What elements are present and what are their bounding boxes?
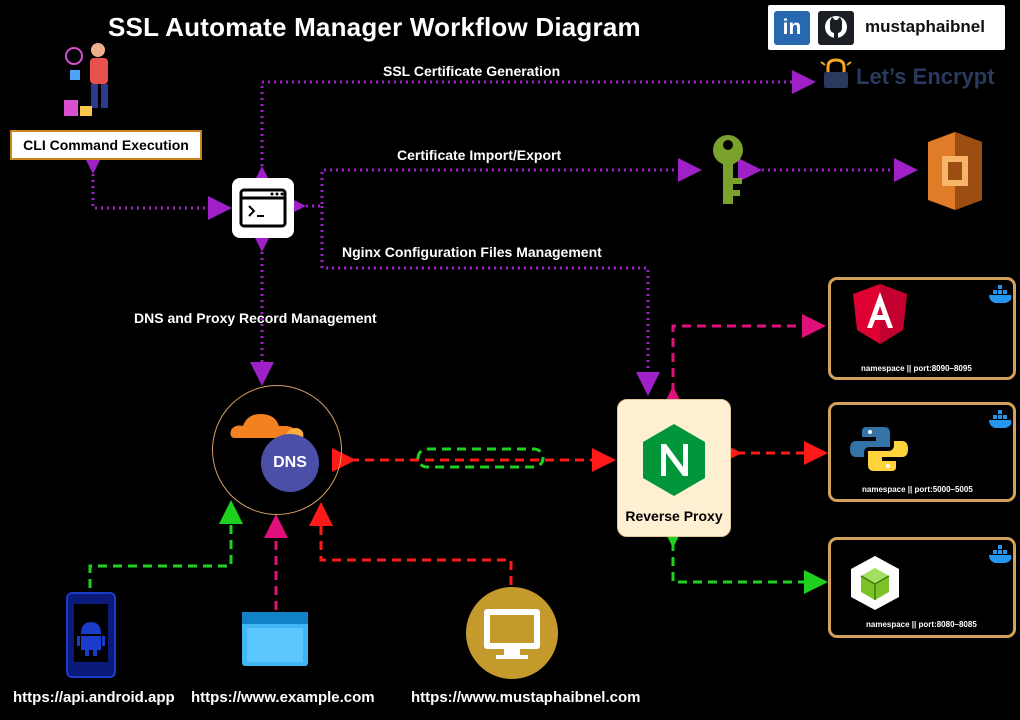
edge-green-highlight (416, 447, 545, 469)
edge-ssl-generation (250, 70, 816, 190)
service-box-nodejs[interactable]: namespace || port:8080–8085 (828, 537, 1016, 638)
dns-node[interactable]: DNS (212, 385, 342, 515)
service-port-label: namespace || port:8080–8085 (866, 620, 977, 629)
angular-icon (853, 284, 907, 344)
key-icon (713, 135, 743, 204)
client-url-desktop[interactable]: https://www.mustaphaibnel.com (411, 689, 641, 706)
lets-encrypt-lock-icon (820, 58, 852, 88)
edge-cert-import (282, 158, 702, 218)
client-url-android[interactable]: https://api.android.app (13, 689, 175, 706)
edge-nginx-angular (661, 314, 826, 410)
reverse-proxy-label: Reverse Proxy (625, 508, 723, 524)
docker-icon (989, 410, 1012, 428)
edge-label-cert-import-export: Certificate Import/Export (397, 147, 562, 163)
terminal-icon (232, 178, 294, 238)
service-port-label: namespace || port:8090–8095 (861, 364, 972, 373)
edge-desktop-dns (309, 502, 513, 585)
edge-nginx-config (320, 206, 660, 396)
dns-label: DNS (261, 434, 319, 492)
edge-label-nginx-config: Nginx Configuration Files Management (342, 244, 602, 260)
edge-android-dns (88, 500, 243, 588)
nodejs-icon (851, 556, 899, 610)
browser-window-icon (242, 612, 308, 666)
service-box-angular[interactable]: namespace || port:8090–8095 (828, 277, 1016, 380)
python-icon (850, 427, 908, 471)
edge-label-dns-proxy: DNS and Proxy Record Management (134, 310, 377, 326)
lets-encrypt-label: Let’s Encrypt (856, 64, 995, 89)
android-phone-icon (66, 592, 116, 678)
aws-s3-icon (928, 132, 982, 210)
nginx-icon (643, 424, 705, 496)
reverse-proxy-node[interactable]: Reverse Proxy (617, 399, 731, 537)
desktop-monitor-icon (466, 587, 558, 679)
page-title: SSL Automate Manager Workflow Diagram (108, 12, 641, 42)
service-port-label: namespace || port:5000–5005 (862, 485, 973, 494)
github-icon[interactable] (818, 11, 854, 45)
docker-icon (989, 545, 1012, 563)
service-box-python[interactable]: namespace || port:5000–5005 (828, 402, 1016, 502)
linkedin-icon[interactable]: in (774, 11, 810, 45)
cli-command-box: CLI Command Execution (10, 130, 202, 160)
edge-nginx-nodejs (661, 524, 828, 594)
docker-icon (989, 285, 1012, 303)
edge-label-ssl-generation: SSL Certificate Generation (383, 63, 561, 79)
social-handle: mustaphaibnel (865, 17, 985, 36)
social-badge[interactable]: in mustaphaibnel (768, 5, 1005, 50)
edge-cli-to-terminal (81, 150, 232, 220)
developer-icon (64, 43, 108, 116)
client-url-browser[interactable]: https://www.example.com (191, 689, 375, 706)
